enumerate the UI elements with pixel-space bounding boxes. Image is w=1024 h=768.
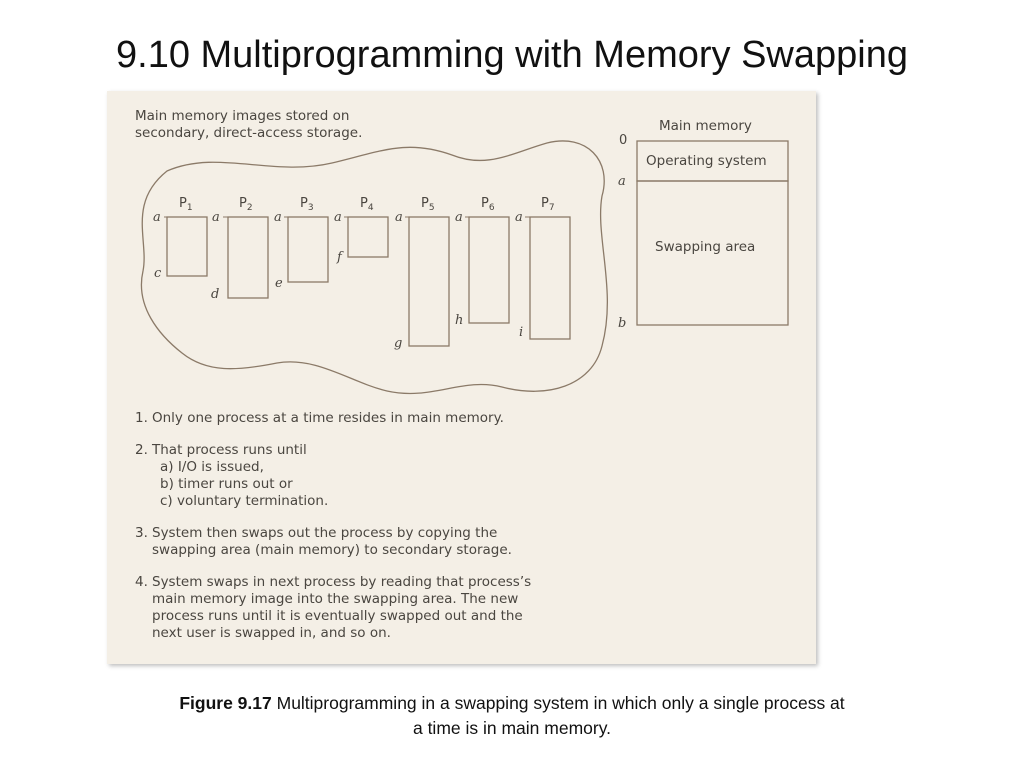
process-label-p4: P4	[360, 196, 374, 213]
note-line: System then swaps out the process by cop…	[152, 525, 498, 541]
p1-end-addr: c	[154, 266, 162, 281]
storage-label-line2: secondary, direct-access storage.	[135, 125, 362, 141]
note-line: That process runs until	[152, 442, 307, 458]
p2-start-addr: a	[212, 210, 220, 225]
notes-list: 1. Only one process at a time resides in…	[135, 410, 595, 657]
note-item-1: 1. Only one process at a time resides in…	[135, 410, 595, 427]
p7-memory-image	[529, 216, 571, 340]
note-number: 3.	[135, 525, 148, 541]
p3-end-addr: e	[275, 276, 283, 291]
note-line: main memory image into the swapping area…	[152, 591, 519, 607]
process-label-p1: P1	[179, 196, 193, 213]
caption-text: Multiprogramming in a swapping system in…	[271, 693, 845, 713]
addr-zero-label: 0	[619, 133, 627, 148]
secondary-storage-cloud	[140, 140, 608, 395]
note-item-3: 3. System then swaps out the process by …	[135, 525, 595, 559]
caption-label: Figure 9.17	[179, 693, 272, 713]
note-number: 1.	[135, 410, 148, 426]
note-sub-item: a) I/O is issued,	[160, 459, 264, 475]
process-label-p7: P7	[541, 196, 555, 213]
note-sub-item: b) timer runs out or	[160, 476, 293, 492]
p2-end-addr: d	[211, 287, 219, 302]
os-label: Operating system	[646, 153, 767, 169]
p2-memory-image	[227, 216, 269, 299]
p5-start-addr: a	[395, 210, 403, 225]
note-sub-item: c) voluntary termination.	[160, 493, 329, 509]
note-line: Only one process at a time resides in ma…	[152, 410, 504, 426]
p6-memory-image	[468, 216, 510, 324]
p5-memory-image	[408, 216, 450, 347]
addr-a-label: a	[618, 174, 626, 189]
note-number: 2.	[135, 442, 148, 458]
p6-end-addr: h	[455, 313, 463, 328]
p1-memory-image	[166, 216, 208, 277]
addr-b-label: b	[618, 316, 626, 331]
caption-text-line2: a time is in main memory.	[412, 718, 612, 738]
p4-memory-image	[347, 216, 389, 258]
note-line: next user is swapped in, and so on.	[152, 625, 391, 641]
process-label-p2: P2	[239, 196, 253, 213]
p7-start-addr: a	[515, 210, 523, 225]
main-memory-title: Main memory	[659, 118, 752, 134]
swapping-diagram: Main memory images stored on secondary, …	[135, 108, 789, 395]
slide-title: 9.10 Multiprogramming with Memory Swappi…	[116, 34, 908, 76]
note-line: process runs until it is eventually swap…	[152, 608, 523, 624]
note-number: 4.	[135, 574, 148, 590]
storage-label-line1: Main memory images stored on	[135, 108, 349, 124]
note-item-2: 2. That process runs until a) I/O is iss…	[135, 442, 595, 510]
note-line: System swaps in next process by reading …	[152, 574, 532, 590]
note-line: swapping area (main memory) to secondary…	[152, 542, 512, 558]
p3-start-addr: a	[274, 210, 282, 225]
p7-end-addr: i	[519, 325, 523, 340]
p3-memory-image	[287, 216, 329, 283]
p6-start-addr: a	[455, 210, 463, 225]
p4-end-addr: f	[336, 250, 344, 265]
process-label-p3: P3	[300, 196, 314, 213]
p1-start-addr: a	[153, 210, 161, 225]
process-label-p6: P6	[481, 196, 495, 213]
note-item-4: 4. System swaps in next process by readi…	[135, 574, 595, 642]
p5-end-addr: g	[394, 336, 402, 351]
p4-start-addr: a	[334, 210, 342, 225]
figure-caption: Figure 9.17 Multiprogramming in a swappi…	[60, 691, 964, 741]
swapping-area-label: Swapping area	[655, 239, 755, 255]
figure-panel: Main memory images stored on secondary, …	[107, 91, 816, 664]
process-label-p5: P5	[421, 196, 435, 213]
swapping-area-region	[636, 180, 789, 326]
